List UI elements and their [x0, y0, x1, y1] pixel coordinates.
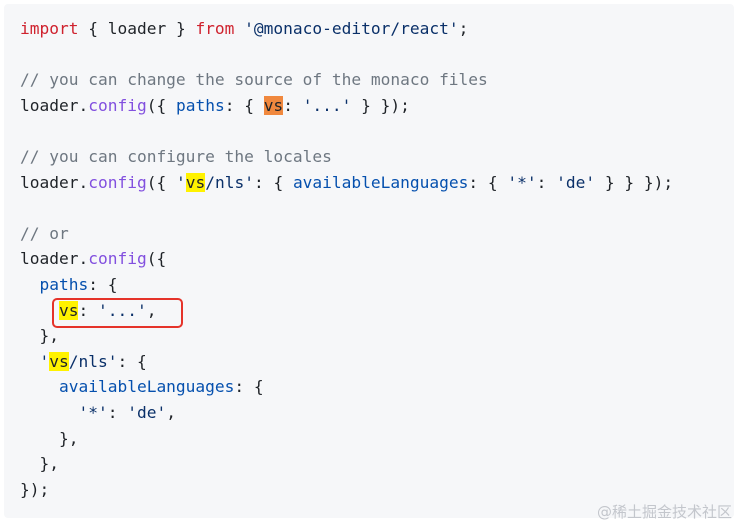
code-line: }); — [20, 477, 673, 503]
code-token-hl-y: vs — [49, 351, 69, 371]
code-line: }, — [20, 451, 673, 477]
code-line: paths: { — [20, 272, 673, 298]
code-token: , — [146, 300, 157, 320]
code-token: : { — [117, 351, 147, 371]
code-token: ({ — [146, 249, 167, 269]
code-token: }); — [20, 479, 50, 499]
code-token-fn: config — [88, 172, 147, 192]
code-token-str: ' — [175, 172, 186, 192]
code-token: : { — [253, 172, 293, 192]
code-line: vs: '...', — [20, 298, 673, 324]
code-token-prop: availableLanguages — [292, 172, 469, 192]
code-token: loader. — [20, 249, 89, 269]
code-token-cm: // you can configure the locales — [20, 146, 332, 166]
code-line — [20, 118, 673, 144]
code-line: availableLanguages: { — [20, 374, 673, 400]
code-token: loader. — [20, 172, 89, 192]
code-token — [20, 377, 59, 396]
code-token: }, — [20, 326, 59, 346]
code-token-str: 'de' — [127, 402, 167, 422]
code-token: }, — [20, 428, 79, 448]
code-token: loader. — [20, 95, 89, 115]
code-token — [20, 352, 40, 371]
code-token-kw: from — [195, 19, 235, 38]
code-token-kw: import — [20, 19, 79, 38]
code-line: // you can change the source of the mona… — [20, 67, 673, 93]
code-line: }, — [20, 323, 673, 349]
code-token: ; — [458, 19, 469, 38]
code-token-prop: paths — [175, 95, 225, 115]
code-token-hl-y: vs — [58, 300, 79, 320]
code-token: : { — [468, 172, 508, 192]
code-line: // you can configure the locales — [20, 144, 673, 170]
code-token — [20, 275, 40, 294]
code-token: ({ — [146, 95, 176, 115]
code-token: : — [283, 95, 303, 115]
code-line: import { loader } from '@monaco-editor/r… — [20, 16, 673, 42]
code-token-str: /nls' — [205, 172, 254, 192]
code-token-cm: // you can change the source of the mona… — [20, 70, 488, 90]
code-token-prop: paths — [39, 274, 89, 294]
code-token — [20, 403, 78, 422]
code-line: loader.config({ paths: { vs: '...' } }); — [20, 93, 673, 119]
code-token-fn: config — [88, 95, 147, 115]
code-token: : { — [88, 274, 118, 294]
code-token-str: '*' — [507, 172, 537, 192]
code-content: import { loader } from '@monaco-editor/r… — [20, 16, 673, 502]
code-line: }, — [20, 426, 673, 452]
code-token-hl-o: vs — [263, 95, 284, 115]
code-token: }, — [20, 454, 59, 474]
code-token-hl-y: vs — [185, 172, 206, 192]
watermark: @稀土掘金技术社区 — [596, 503, 732, 521]
code-token: , — [166, 402, 176, 422]
code-token-prop: availableLanguages — [58, 377, 235, 397]
code-line: loader.config({ — [20, 246, 673, 272]
code-token: ({ — [146, 172, 176, 192]
code-token-str: '@monaco-editor/react' — [244, 19, 459, 38]
code-line — [20, 42, 673, 68]
code-token: : — [536, 172, 557, 192]
code-token-str: '...' — [97, 300, 147, 320]
code-token-str: '...' — [302, 95, 352, 115]
code-token: : — [107, 402, 128, 422]
code-token — [234, 19, 244, 38]
code-line: loader.config({ 'vs/nls': { availableLan… — [20, 170, 673, 196]
annotation-highlight-box — [52, 298, 183, 328]
code-token-str: ' — [39, 351, 50, 371]
code-line: '*': 'de', — [20, 400, 673, 426]
code-line: 'vs/nls': { — [20, 349, 673, 375]
code-token-cm: // or — [20, 223, 69, 243]
code-line: // or — [20, 221, 673, 247]
code-token-str: /nls' — [68, 351, 118, 371]
code-token-str: 'de' — [556, 172, 596, 192]
code-token: } }); — [351, 95, 410, 115]
code-token-fn: config — [88, 249, 147, 269]
code-block: import { loader } from '@monaco-editor/r… — [4, 4, 734, 518]
code-token: { loader } — [78, 19, 196, 38]
code-line — [20, 195, 673, 221]
code-token: : — [78, 300, 98, 320]
code-token: : { — [234, 377, 264, 397]
code-token: : { — [224, 95, 264, 115]
code-token-str: '*' — [78, 402, 108, 422]
code-token: } } }); — [595, 172, 674, 192]
